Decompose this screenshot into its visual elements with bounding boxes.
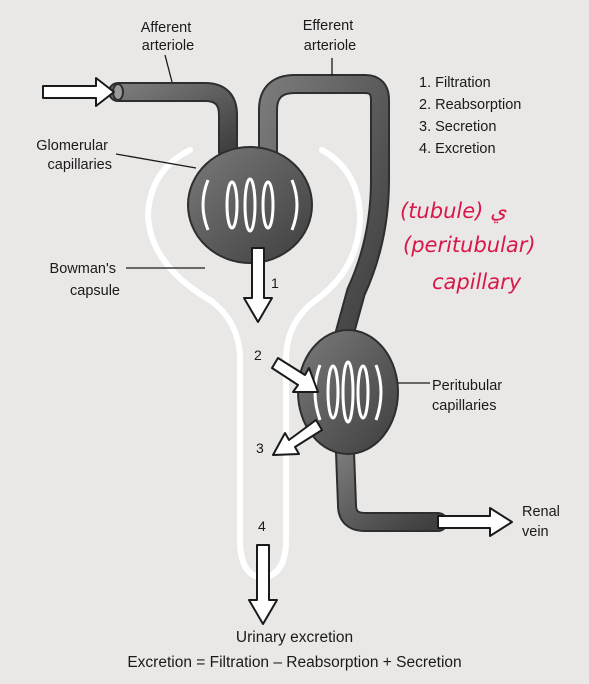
peritubular-label: Peritubular capillaries	[432, 378, 506, 414]
glomerulus	[188, 147, 312, 263]
excretion-arrow	[249, 545, 277, 624]
afferent-label: Afferent arteriole	[141, 20, 196, 54]
step-secretion: 3. Secretion	[419, 116, 521, 138]
handwritten-line-2: (peritubular)	[403, 233, 536, 257]
urinary-excretion-caption: Urinary excretion	[0, 629, 589, 647]
excretion-formula: Excretion = Filtration – Reabsorption + …	[0, 654, 589, 672]
efferent-label: Efferent arteriole	[303, 18, 358, 54]
renal-vein-label: Renal vein	[522, 504, 564, 540]
handwritten-line-3: capillary	[432, 270, 522, 294]
glomerular-label: Glomerular capillaries	[36, 138, 112, 173]
inflow-arrow	[43, 78, 114, 106]
arrow-number-1: 1	[271, 275, 279, 291]
arrow-number-4: 4	[258, 518, 266, 534]
step-excretion: 4. Excretion	[419, 138, 521, 160]
bowmans-label: Bowman's capsule	[50, 261, 120, 299]
step-reabsorption: 2. Reabsorption	[419, 94, 521, 116]
step-filtration: 1. Filtration	[419, 72, 521, 94]
process-steps-list: 1. Filtration 2. Reabsorption 3. Secreti…	[419, 72, 521, 160]
vessels	[118, 84, 438, 522]
arrow-number-3: 3	[256, 440, 264, 456]
handwritten-note: (tubule) ي (peritubular) capillary	[400, 199, 536, 294]
arrow-number-2: 2	[254, 347, 262, 363]
renal-vein-arrow	[438, 508, 512, 536]
handwritten-line-1: (tubule) ي	[400, 199, 507, 224]
